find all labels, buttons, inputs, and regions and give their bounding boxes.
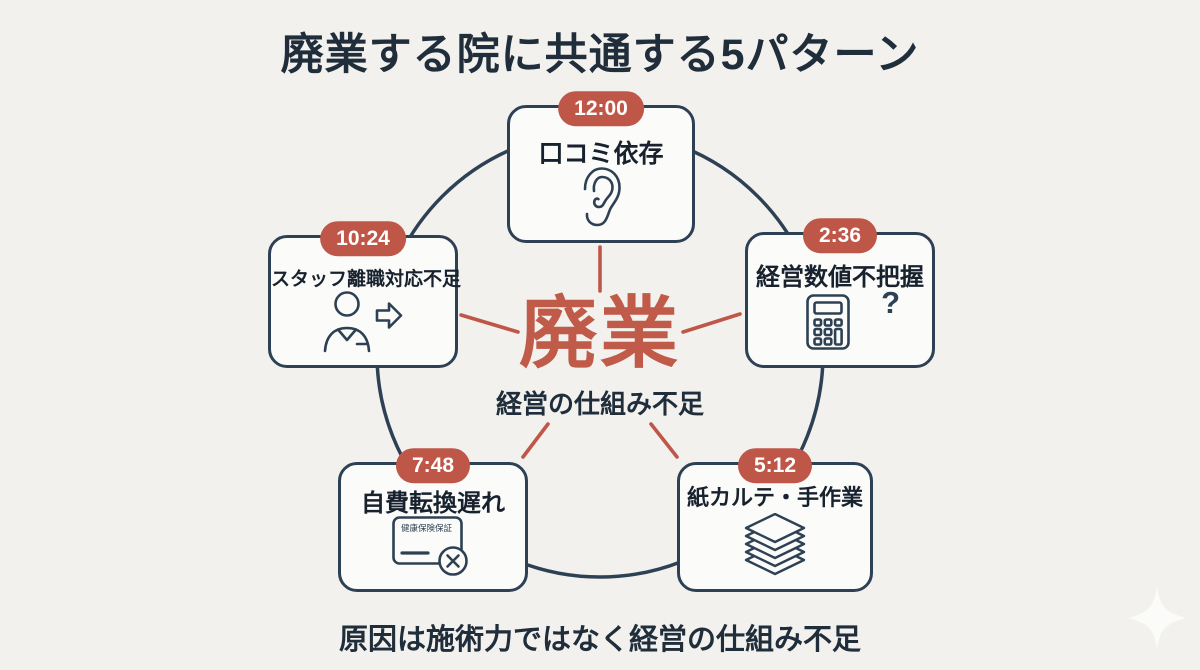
pattern-card-word-of-mouth: 12:00 口コミ依存 (507, 91, 695, 243)
question-mark-annotation: ? (881, 285, 900, 320)
person-leaving-icon (323, 291, 403, 353)
sparkle-icon (1128, 586, 1186, 650)
pattern-card-unknown-numbers: 2:36 経営数値不把握 ? (745, 218, 935, 368)
ear-icon (583, 167, 621, 227)
page-title: 廃業する院に共通する5パターン (280, 31, 920, 79)
connector-lower-right (649, 422, 679, 459)
insurance-card-text: 健康保険保証 (401, 523, 453, 533)
pattern-label: 経営数値不把握 (756, 264, 924, 291)
time-badge: 10:24 (320, 221, 406, 257)
time-badge: 5:12 (737, 448, 813, 484)
connector-lower-left (521, 422, 550, 459)
pattern-label: 自費転換遅れ (361, 490, 505, 517)
pattern-label: スタッフ離職対応不足 (271, 269, 462, 290)
time-badge: 7:48 (395, 448, 471, 484)
connector-upper-right (681, 312, 742, 334)
connector-upper-left (459, 313, 520, 334)
time-badge: 12:00 (558, 91, 644, 127)
insurance-card-rejected-icon: 健康保険保証 (392, 516, 468, 576)
exit-arrow-icon (375, 302, 403, 329)
paper-stack-icon (744, 513, 806, 576)
calculator-icon (806, 294, 850, 350)
pattern-label: 紙カルテ・手作業 (686, 485, 863, 510)
pattern-card-paper-charts: 5:12 紙カルテ・手作業 (677, 448, 873, 592)
time-badge: 2:36 (802, 218, 878, 254)
connector-lines (459, 245, 742, 459)
center-keyword: 廃業 (518, 289, 681, 377)
center-subtitle: 経営の仕組み不足 (495, 389, 704, 419)
pattern-label: 口コミ依存 (538, 140, 664, 168)
pattern-card-staff-turnover: 10:24 スタッフ離職対応不足 (268, 221, 462, 368)
pattern-card-late-private-shift: 7:48 自費転換遅れ 健康保険保証 (338, 448, 528, 592)
footer-message: 原因は施術力ではなく経営の仕組み不足 (338, 624, 861, 656)
